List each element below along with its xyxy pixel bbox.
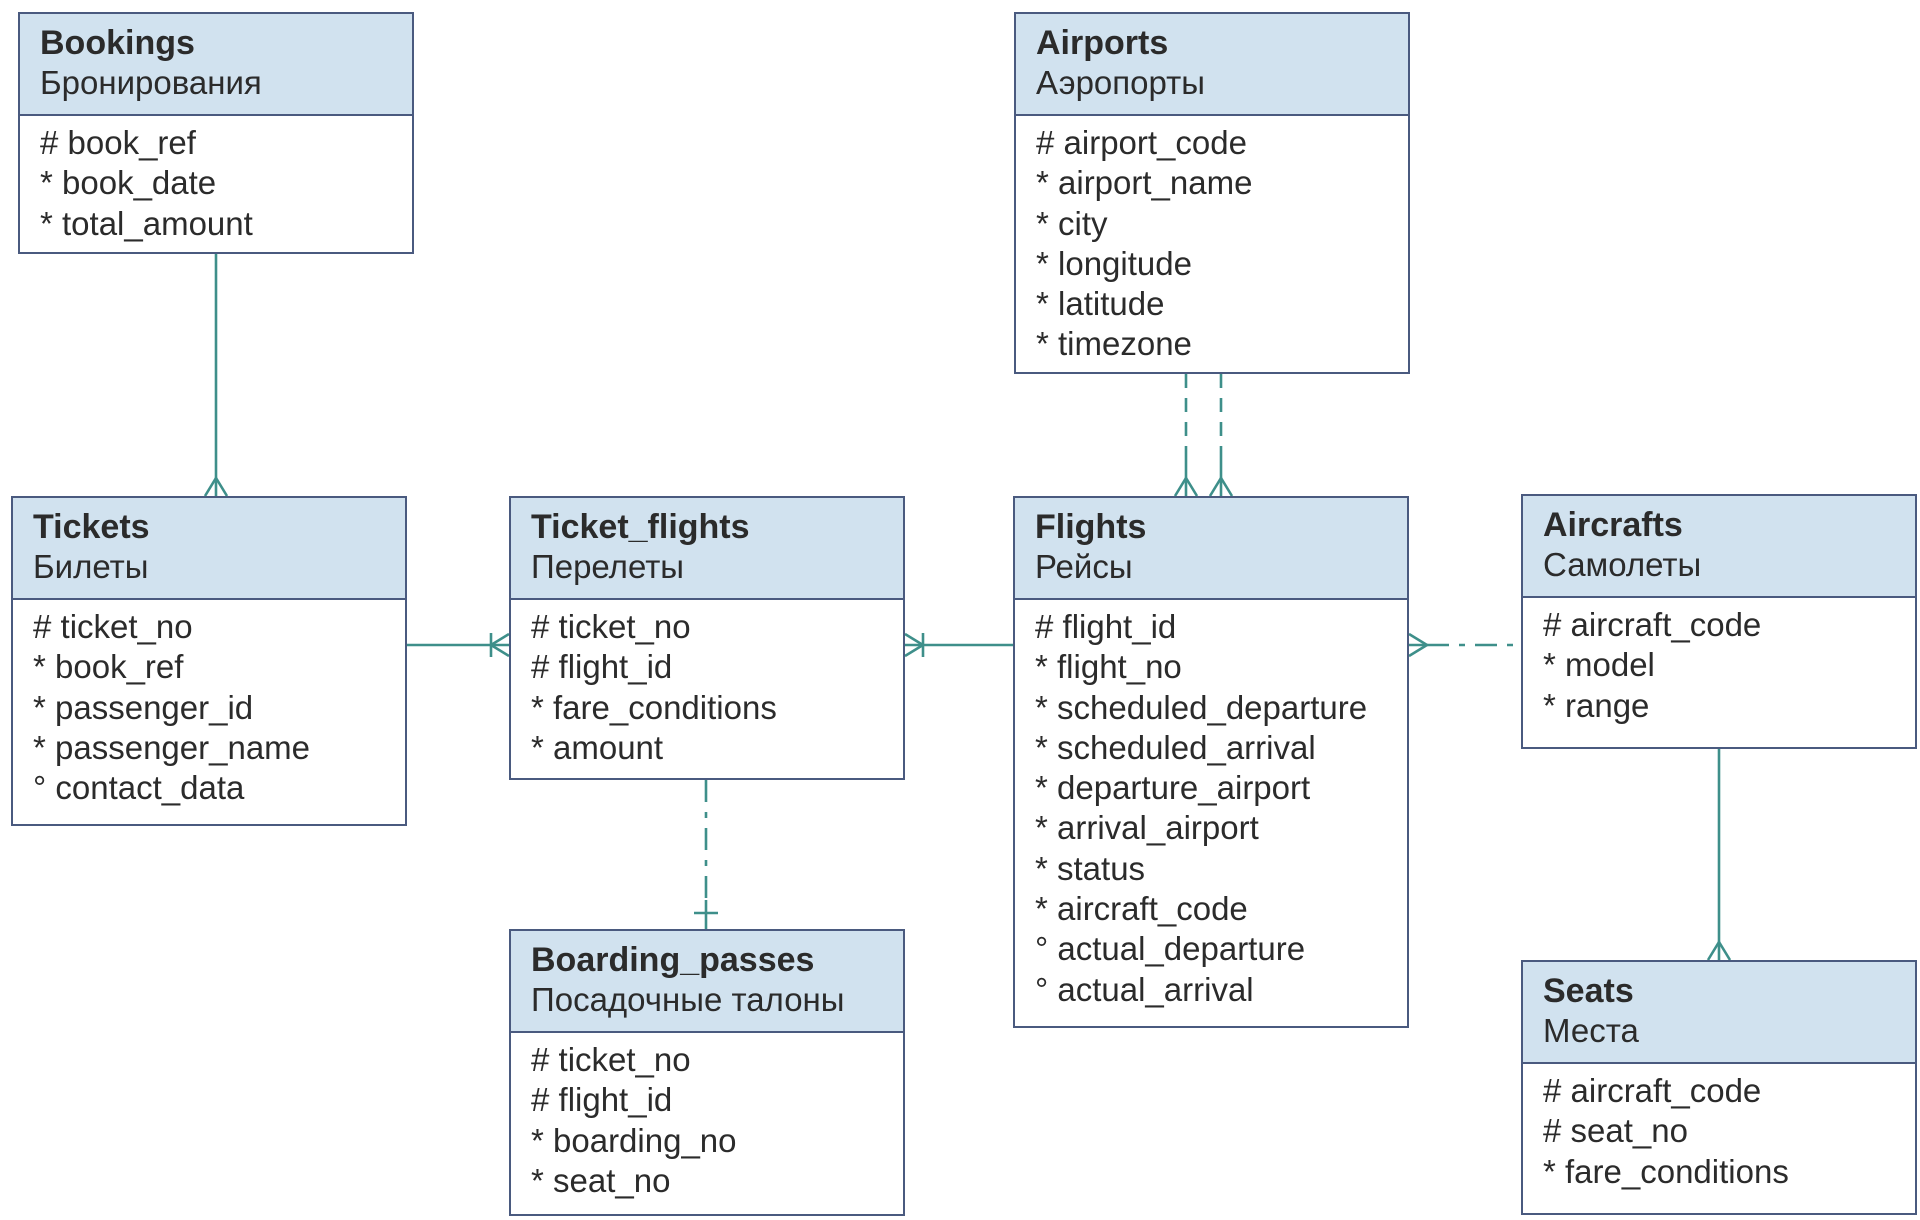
attribute: ° actual_arrival [1035, 970, 1254, 1008]
attribute: * flight_no [1035, 648, 1182, 686]
entity-bookings-name: Bookings [40, 24, 195, 62]
attribute: # ticket_no [33, 608, 193, 645]
entity-ticket-flights-attributes: # ticket_no # flight_id * fare_condition… [511, 600, 903, 768]
attribute: * airport_name [1036, 164, 1253, 202]
attribute: # seat_no [1543, 1112, 1688, 1150]
attribute: # book_ref [40, 124, 196, 161]
entity-flights-subtitle: Рейсы [1035, 548, 1133, 585]
entity-ticket-flights-header: Ticket_flights Перелеты [511, 498, 903, 600]
entity-aircrafts-subtitle: Самолеты [1543, 546, 1702, 583]
entity-ticket-flights-name: Ticket_flights [531, 508, 750, 546]
entity-airports-subtitle: Аэропорты [1036, 64, 1205, 101]
attribute: # airport_code [1036, 124, 1247, 161]
entity-aircrafts-attributes: # aircraft_code * model * range [1523, 598, 1915, 726]
entity-seats-name: Seats [1543, 972, 1634, 1010]
attribute: * aircraft_code [1035, 890, 1248, 928]
entity-aircrafts[interactable]: Aircrafts Самолеты # aircraft_code * mod… [1521, 494, 1917, 749]
entity-airports-attributes: # airport_code * airport_name * city * l… [1016, 116, 1408, 365]
attribute: * scheduled_arrival [1035, 728, 1316, 766]
attribute: # aircraft_code [1543, 606, 1762, 643]
entity-seats-attributes: # aircraft_code # seat_no * fare_conditi… [1523, 1064, 1915, 1192]
crowfoot-many-icon [1408, 632, 1430, 658]
entity-aircrafts-header: Aircrafts Самолеты [1523, 496, 1915, 598]
attribute: # flight_id [531, 648, 673, 686]
crowfoot-many-icon [203, 475, 229, 497]
entity-seats-header: Seats Места [1523, 962, 1915, 1064]
entity-tickets[interactable]: Tickets Билеты # ticket_no * book_ref * … [11, 496, 407, 826]
entity-bookings[interactable]: Bookings Бронирования # book_ref * book_… [18, 12, 414, 254]
entity-boarding-passes[interactable]: Boarding_passes Посадочные талоны # tick… [509, 929, 905, 1216]
entity-seats[interactable]: Seats Места # aircraft_code # seat_no * … [1521, 960, 1917, 1215]
entity-flights[interactable]: Flights Рейсы # flight_id * flight_no * … [1013, 496, 1409, 1028]
entity-boarding-passes-attributes: # ticket_no # flight_id * boarding_no * … [511, 1033, 903, 1201]
entity-seats-subtitle: Места [1543, 1012, 1639, 1049]
entity-boarding-passes-name: Boarding_passes [531, 941, 815, 979]
attribute: * total_amount [40, 204, 253, 242]
entity-ticket-flights[interactable]: Ticket_flights Перелеты # ticket_no # fl… [509, 496, 905, 780]
crowfoot-many-icon [1706, 939, 1732, 961]
entity-tickets-attributes: # ticket_no * book_ref * passenger_id * … [13, 600, 405, 808]
crowfoot-many-icon [1208, 475, 1234, 497]
attribute: # flight_id [531, 1081, 673, 1119]
attribute: # ticket_no [531, 608, 691, 645]
entity-boarding-passes-subtitle: Посадочные талоны [531, 981, 845, 1018]
entity-flights-name: Flights [1035, 508, 1147, 546]
entity-tickets-header: Tickets Билеты [13, 498, 405, 600]
entity-ticket-flights-subtitle: Перелеты [531, 548, 685, 585]
entity-airports-header: Airports Аэропорты [1016, 14, 1408, 116]
entity-bookings-subtitle: Бронирования [40, 64, 262, 101]
attribute: ° actual_departure [1035, 930, 1306, 968]
attribute: * departure_airport [1035, 769, 1311, 807]
attribute: # aircraft_code [1543, 1072, 1762, 1109]
attribute: * amount [531, 728, 664, 766]
attribute: # flight_id [1035, 608, 1177, 645]
entity-boarding-passes-header: Boarding_passes Посадочные талоны [511, 931, 903, 1033]
attribute: * status [1035, 849, 1146, 887]
entity-tickets-name: Tickets [33, 508, 150, 546]
attribute: * latitude [1036, 285, 1165, 323]
crowfoot-many-icon [1173, 475, 1199, 497]
attribute: * range [1543, 686, 1650, 724]
attribute: * passenger_name [33, 728, 311, 766]
attribute: * city [1036, 204, 1108, 242]
entity-flights-header: Flights Рейсы [1015, 498, 1407, 600]
entity-bookings-attributes: # book_ref * book_date * total_amount [20, 116, 412, 244]
attribute: * scheduled_departure [1035, 688, 1368, 726]
attribute: * seat_no [531, 1161, 671, 1199]
attribute: * fare_conditions [1543, 1152, 1789, 1190]
entity-airports-name: Airports [1036, 24, 1169, 62]
attribute: * book_date [40, 164, 217, 202]
attribute: * boarding_no [531, 1121, 737, 1159]
attribute: # ticket_no [531, 1041, 691, 1078]
attribute: * longitude [1036, 244, 1192, 282]
attribute: * model [1543, 646, 1655, 684]
attribute: ° contact_data [33, 769, 245, 807]
attribute: * book_ref [33, 648, 184, 686]
attribute: * timezone [1036, 325, 1192, 363]
attribute: * arrival_airport [1035, 809, 1259, 847]
attribute: * passenger_id [33, 688, 254, 726]
entity-tickets-subtitle: Билеты [33, 548, 149, 585]
entity-bookings-header: Bookings Бронирования [20, 14, 412, 116]
entity-airports[interactable]: Airports Аэропорты # airport_code * airp… [1014, 12, 1410, 374]
attribute: * fare_conditions [531, 688, 777, 726]
entity-aircrafts-name: Aircrafts [1543, 506, 1683, 544]
entity-flights-attributes: # flight_id * flight_no * scheduled_depa… [1015, 600, 1407, 1010]
